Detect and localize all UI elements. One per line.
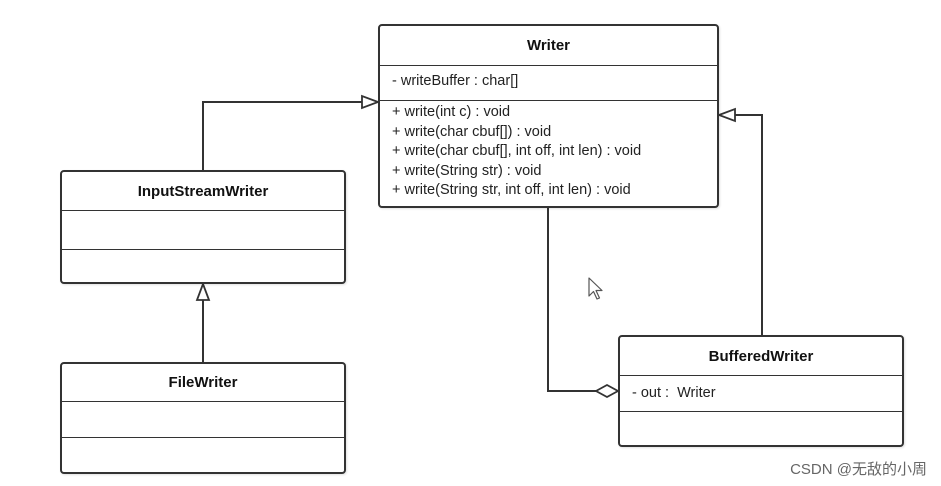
class-inputstreamwriter-methods <box>62 250 344 280</box>
method-write-int: + write(int c) : void <box>392 104 511 120</box>
class-filewriter-attributes <box>62 402 344 438</box>
method-write-string-off-len: + write(String str, int off, int len) : … <box>392 182 631 198</box>
class-bufferedwriter-name: BufferedWriter <box>620 337 902 376</box>
class-bufferedwriter-attributes: - out : Writer <box>620 376 902 412</box>
watermark-text: CSDN @无敌的小周 <box>790 461 927 478</box>
inheritance-arrowhead-writer-left <box>361 94 381 110</box>
class-inputstreamwriter-attributes <box>62 211 344 250</box>
class-writer-name: Writer <box>380 26 717 66</box>
class-filewriter-methods <box>62 438 344 470</box>
class-writer-methods: + write(int c) : void + write(char cbuf[… <box>380 101 717 201</box>
class-filewriter-name: FileWriter <box>62 364 344 402</box>
inheritance-arrowhead-inputstreamwriter <box>195 281 211 301</box>
inheritance-line-bufferedwriter-writer <box>735 114 763 335</box>
attribute-out: - out : Writer <box>632 385 716 401</box>
aggregation-diamond <box>594 383 620 399</box>
inheritance-line-inputstreamwriter-writer <box>202 101 362 170</box>
class-writer[interactable]: Writer - writeBuffer : char[] + write(in… <box>378 24 719 208</box>
method-write-char-array: + write(char cbuf[]) : void <box>392 123 552 140</box>
method-write-char-array-off-len: + write(char cbuf[], int off, int len) :… <box>392 143 642 159</box>
inheritance-arrowhead-writer-right <box>716 107 736 123</box>
class-bufferedwriter[interactable]: BufferedWriter - out : Writer <box>618 335 904 447</box>
aggregation-line-writer-bufferedwriter <box>547 208 596 392</box>
class-inputstreamwriter-name: InputStreamWriter <box>62 172 344 211</box>
class-bufferedwriter-methods <box>620 412 902 445</box>
mouse-cursor-icon <box>588 277 603 300</box>
attribute-write-buffer: - writeBuffer : char[] <box>392 73 519 89</box>
method-write-string: + write(String str) : void <box>392 162 542 179</box>
class-inputstreamwriter[interactable]: InputStreamWriter <box>60 170 346 284</box>
class-writer-attributes: - writeBuffer : char[] <box>380 66 717 101</box>
class-filewriter[interactable]: FileWriter <box>60 362 346 474</box>
